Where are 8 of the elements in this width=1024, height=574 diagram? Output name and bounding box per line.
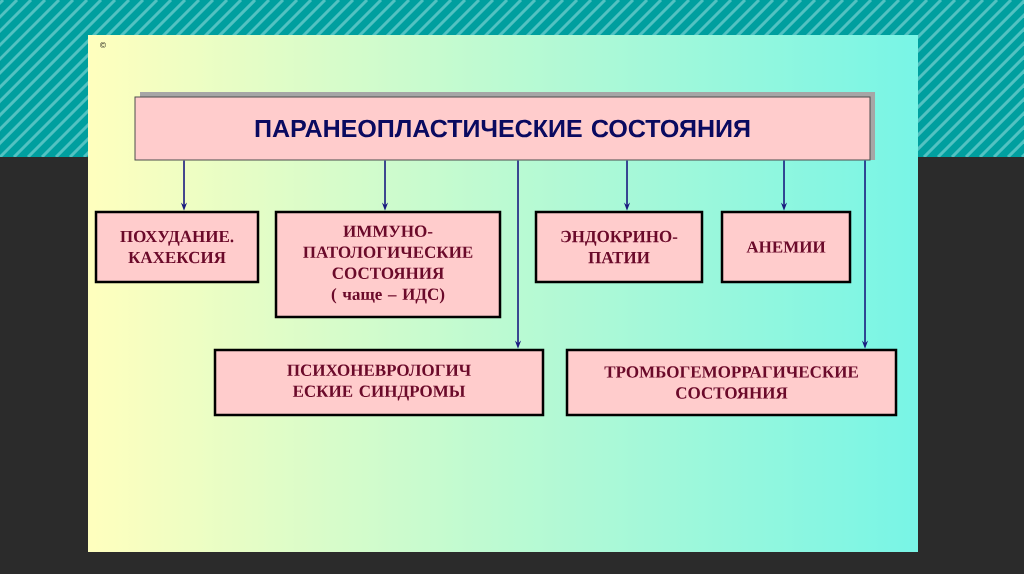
category-box: ПСИХОНЕВРОЛОГИЧ ЕСКИЕ СИНДРОМЫ	[213, 348, 545, 417]
category-box: ИММУНО- ПАТОЛОГИЧЕСКИЕ СОСТОЯНИЯ ( чаще – ИДС)	[274, 210, 502, 319]
category-box: ТРОМБОГЕМОРРАГИЧЕСКИЕ СОСТОЯНИЯ	[565, 348, 898, 417]
copyright-sign: ©	[100, 42, 106, 48]
category-box: АНЕМИИ	[720, 210, 852, 284]
category-box: ЭНДОКРИНО- ПАТИИ	[534, 210, 704, 284]
title-box: ПАРАНЕОПЛАСТИЧЕСКИЕ СОСТОЯНИЯ	[134, 96, 871, 161]
category-box: ПОХУДАНИЕ. КАХЕКСИЯ	[94, 210, 260, 284]
